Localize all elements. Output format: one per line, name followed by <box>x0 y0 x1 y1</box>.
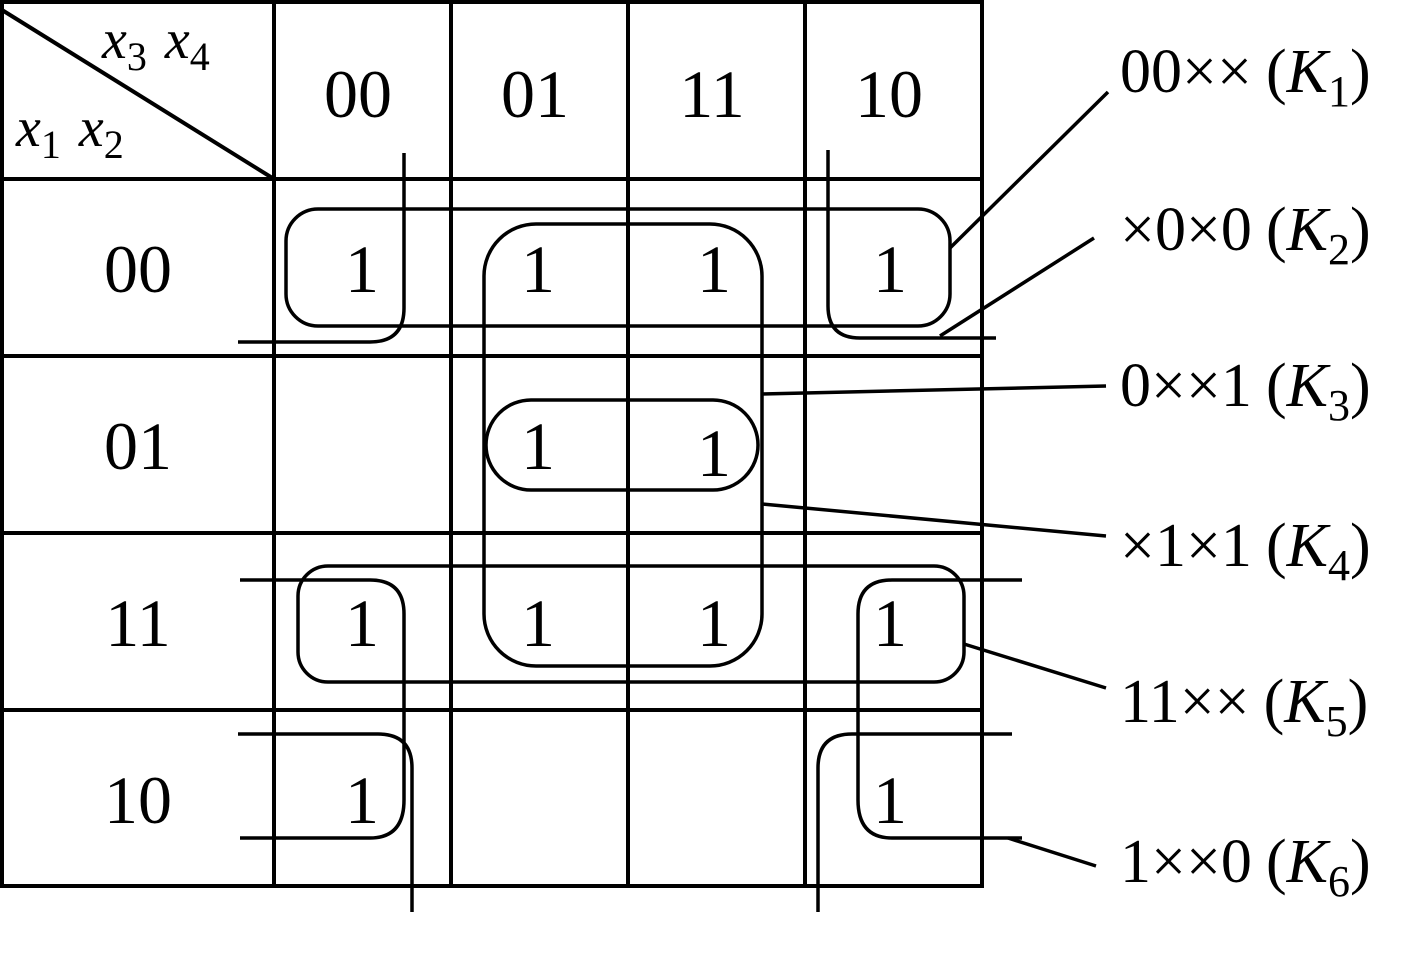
leader-lines <box>761 90 1110 868</box>
cell-value: 1 <box>521 408 555 484</box>
column-header: 01 <box>501 56 569 132</box>
loop-k6-left <box>240 578 406 840</box>
cell-value: 1 <box>873 762 907 838</box>
row-header: 00 <box>104 231 172 307</box>
loop-k6-right <box>856 578 1022 840</box>
row-header: 11 <box>105 585 170 661</box>
leader-k1 <box>948 90 1110 250</box>
group-pattern: ×0×0 <box>1120 196 1252 264</box>
leader-k3 <box>761 384 1107 396</box>
group-label-k5: 11××(K5) <box>1120 668 1368 746</box>
group-name: K <box>1286 352 1332 420</box>
cell-value: 1 <box>697 585 731 661</box>
group-pattern: 0××1 <box>1120 352 1252 420</box>
loop-k2-bottom-right <box>816 732 1012 912</box>
column-header: 00 <box>324 56 392 132</box>
var-x4-sub: 4 <box>190 34 210 79</box>
var-x4-letter: x <box>164 9 190 71</box>
row-headers: 00 01 11 10 <box>104 231 172 838</box>
column-headers: 00 01 11 10 <box>324 56 923 132</box>
loop-k3 <box>482 222 764 668</box>
var-x2-letter: x <box>78 97 104 159</box>
group-pattern: 11×× <box>1120 668 1250 736</box>
group-name: K <box>1286 196 1332 264</box>
group-pattern: 1××0 <box>1120 828 1252 896</box>
cell-value: 1 <box>697 231 731 307</box>
cell-value: 1 <box>521 585 555 661</box>
cell-value: 1 <box>873 231 907 307</box>
group-sub: 5 <box>1326 697 1348 746</box>
group-loops <box>238 150 1022 912</box>
cell-value: 1 <box>345 231 379 307</box>
group-name: K <box>1286 828 1332 896</box>
row-header: 01 <box>104 408 172 484</box>
group-label-k1: 00××(K1) <box>1120 38 1371 116</box>
cell-value: 1 <box>873 585 907 661</box>
group-label-k2: ×0×0(K2) <box>1120 196 1371 274</box>
cell-value: 1 <box>521 231 555 307</box>
group-sub: 4 <box>1328 541 1350 590</box>
column-header: 10 <box>855 56 923 132</box>
loop-k5 <box>296 564 966 684</box>
group-pattern: 00×× <box>1120 38 1252 106</box>
group-sub: 3 <box>1328 381 1350 430</box>
leader-k2 <box>939 236 1095 338</box>
loop-k4-inner <box>484 398 760 492</box>
loop-k2-top-left <box>238 153 406 344</box>
group-sub: 2 <box>1328 225 1350 274</box>
leader-k5 <box>963 642 1107 690</box>
var-x3-letter: x <box>101 9 127 71</box>
var-x3-sub: 3 <box>127 34 147 79</box>
column-header: 11 <box>679 56 744 132</box>
corner-diagonal <box>0 8 276 181</box>
group-pattern: ×1×1 <box>1120 512 1252 580</box>
group-label-k4: ×1×1(K4) <box>1120 512 1371 590</box>
cell-value: 1 <box>345 762 379 838</box>
group-label-k3: 0××1(K3) <box>1120 352 1371 430</box>
var-x1-sub: 1 <box>41 122 61 167</box>
group-label-k6: 1××0(K6) <box>1120 828 1371 906</box>
group-sub: 1 <box>1328 67 1350 116</box>
cell-values: 1 1 1 1 1 1 1 1 1 1 1 1 <box>345 231 907 838</box>
map-border <box>0 0 984 888</box>
cell-value: 1 <box>697 415 731 491</box>
group-name: K <box>1283 668 1329 736</box>
var-x1-letter: x <box>15 97 41 159</box>
var-x2-sub: 2 <box>104 122 124 167</box>
loop-k2-top-right <box>826 150 996 340</box>
leader-k6 <box>1007 836 1097 868</box>
group-labels: 00××(K1) ×0×0(K2) 0××1(K3) ×1×1(K4) 11××… <box>1120 38 1371 906</box>
group-sub: 6 <box>1328 857 1350 906</box>
loop-k1 <box>284 207 952 328</box>
map-grid <box>0 0 984 888</box>
group-name: K <box>1286 38 1332 106</box>
cell-value: 1 <box>345 585 379 661</box>
leader-k4 <box>761 502 1107 538</box>
row-header: 10 <box>104 762 172 838</box>
group-name: K <box>1286 512 1332 580</box>
